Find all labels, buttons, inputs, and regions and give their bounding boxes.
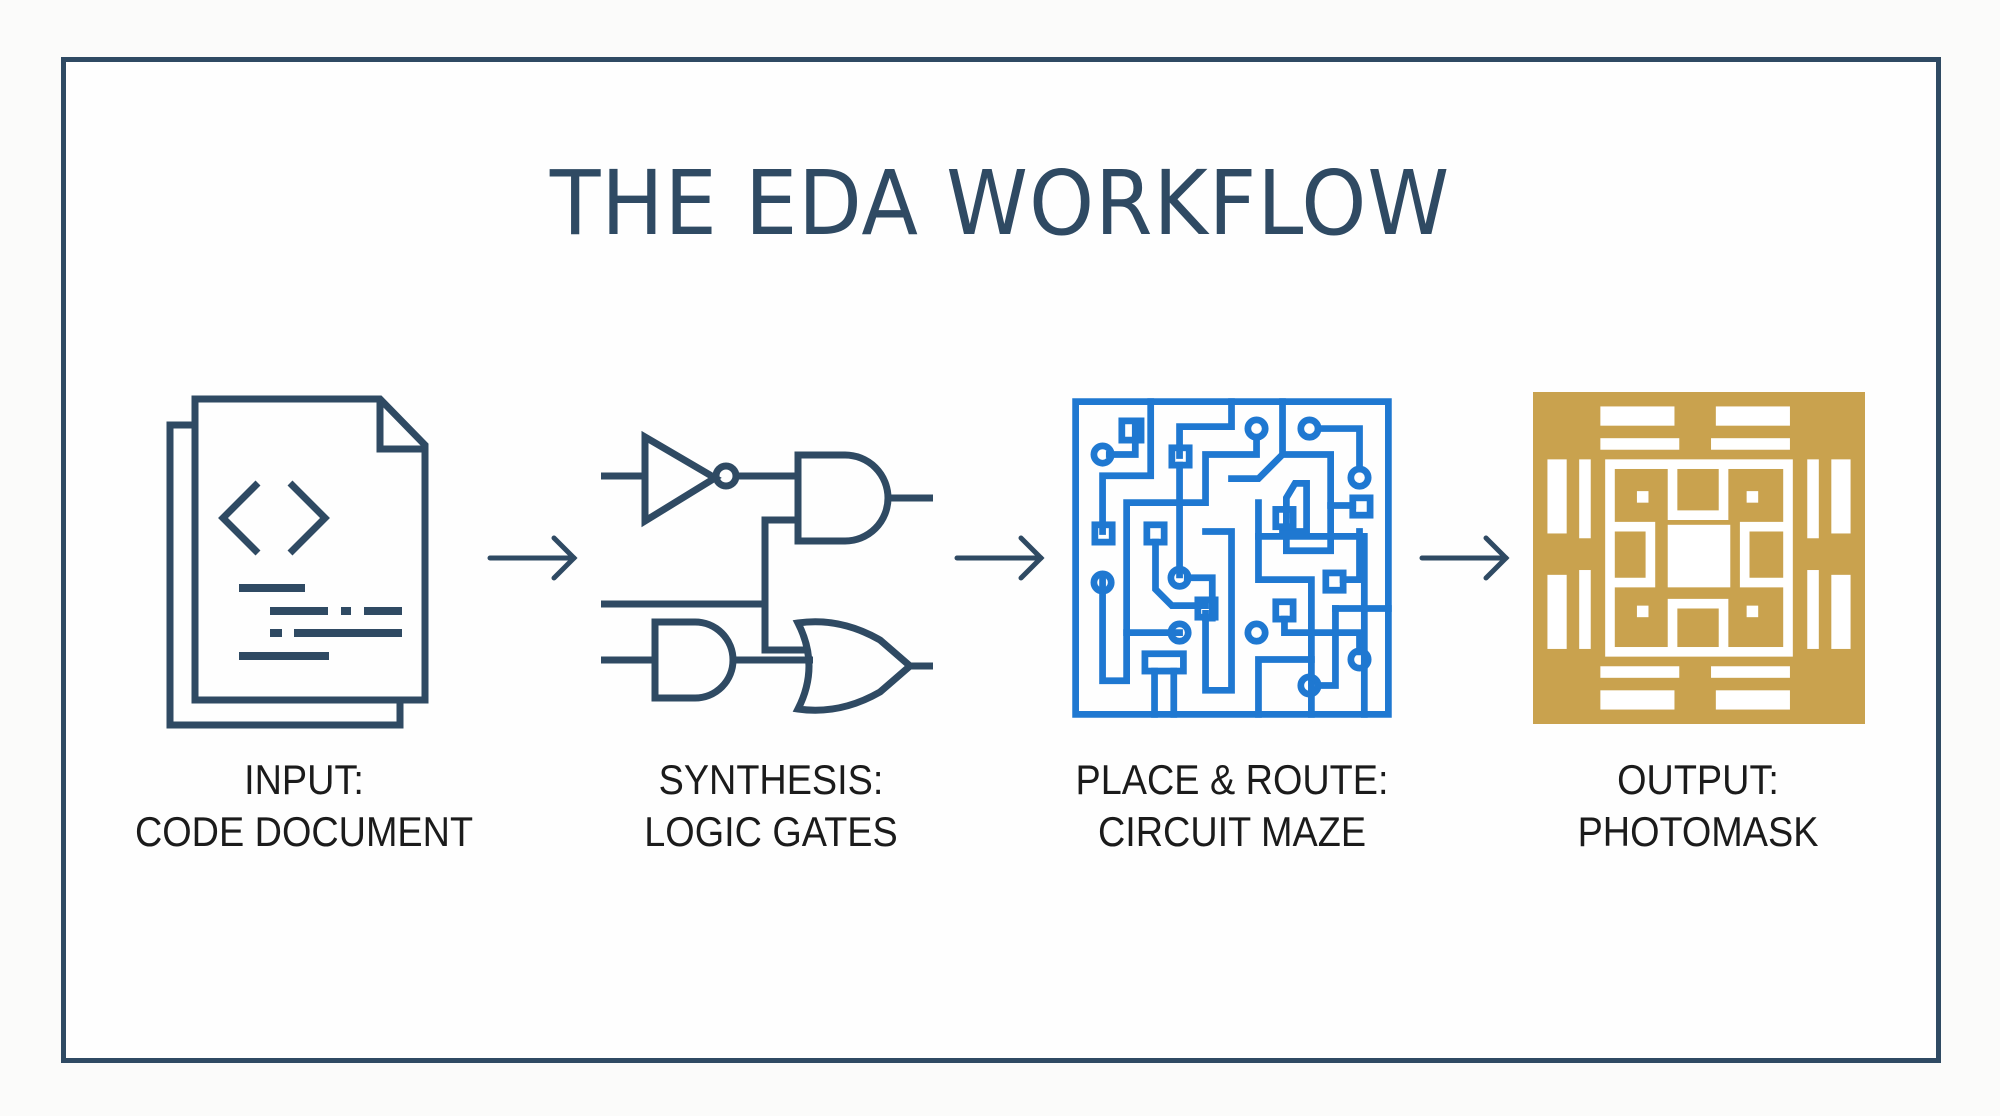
step-label-line2: LOGIC GATES <box>644 808 898 855</box>
logic-gates-icon <box>601 430 933 714</box>
step-label-line2: CIRCUIT MAZE <box>1097 808 1367 855</box>
arrow-right-icon <box>1419 535 1510 581</box>
step-label-line2: CODE DOCUMENT <box>134 808 474 855</box>
step-label-line1: PLACE & ROUTE: <box>1075 756 1389 803</box>
code-document-icon <box>166 395 429 729</box>
arrow-right-icon <box>487 535 578 581</box>
step-label-output: OUTPUT: PHOTOMASK <box>1518 754 1878 858</box>
diagram-title: THE EDA WORKFLOW <box>549 151 1451 255</box>
circuit-maze-icon <box>1072 398 1392 718</box>
step-label-place-route: PLACE & ROUTE: CIRCUIT MAZE <box>1052 754 1412 858</box>
arrow-right-icon <box>954 535 1045 581</box>
step-label-line2: PHOTOMASK <box>1577 808 1819 855</box>
step-label-input: INPUT: CODE DOCUMENT <box>124 754 484 858</box>
step-label-line1: SYNTHESIS: <box>658 756 884 803</box>
step-label-synthesis: SYNTHESIS: LOGIC GATES <box>591 754 951 858</box>
photomask-icon <box>1533 392 1865 724</box>
step-label-line1: OUTPUT: <box>1617 756 1779 803</box>
step-label-line1: INPUT: <box>244 756 364 803</box>
